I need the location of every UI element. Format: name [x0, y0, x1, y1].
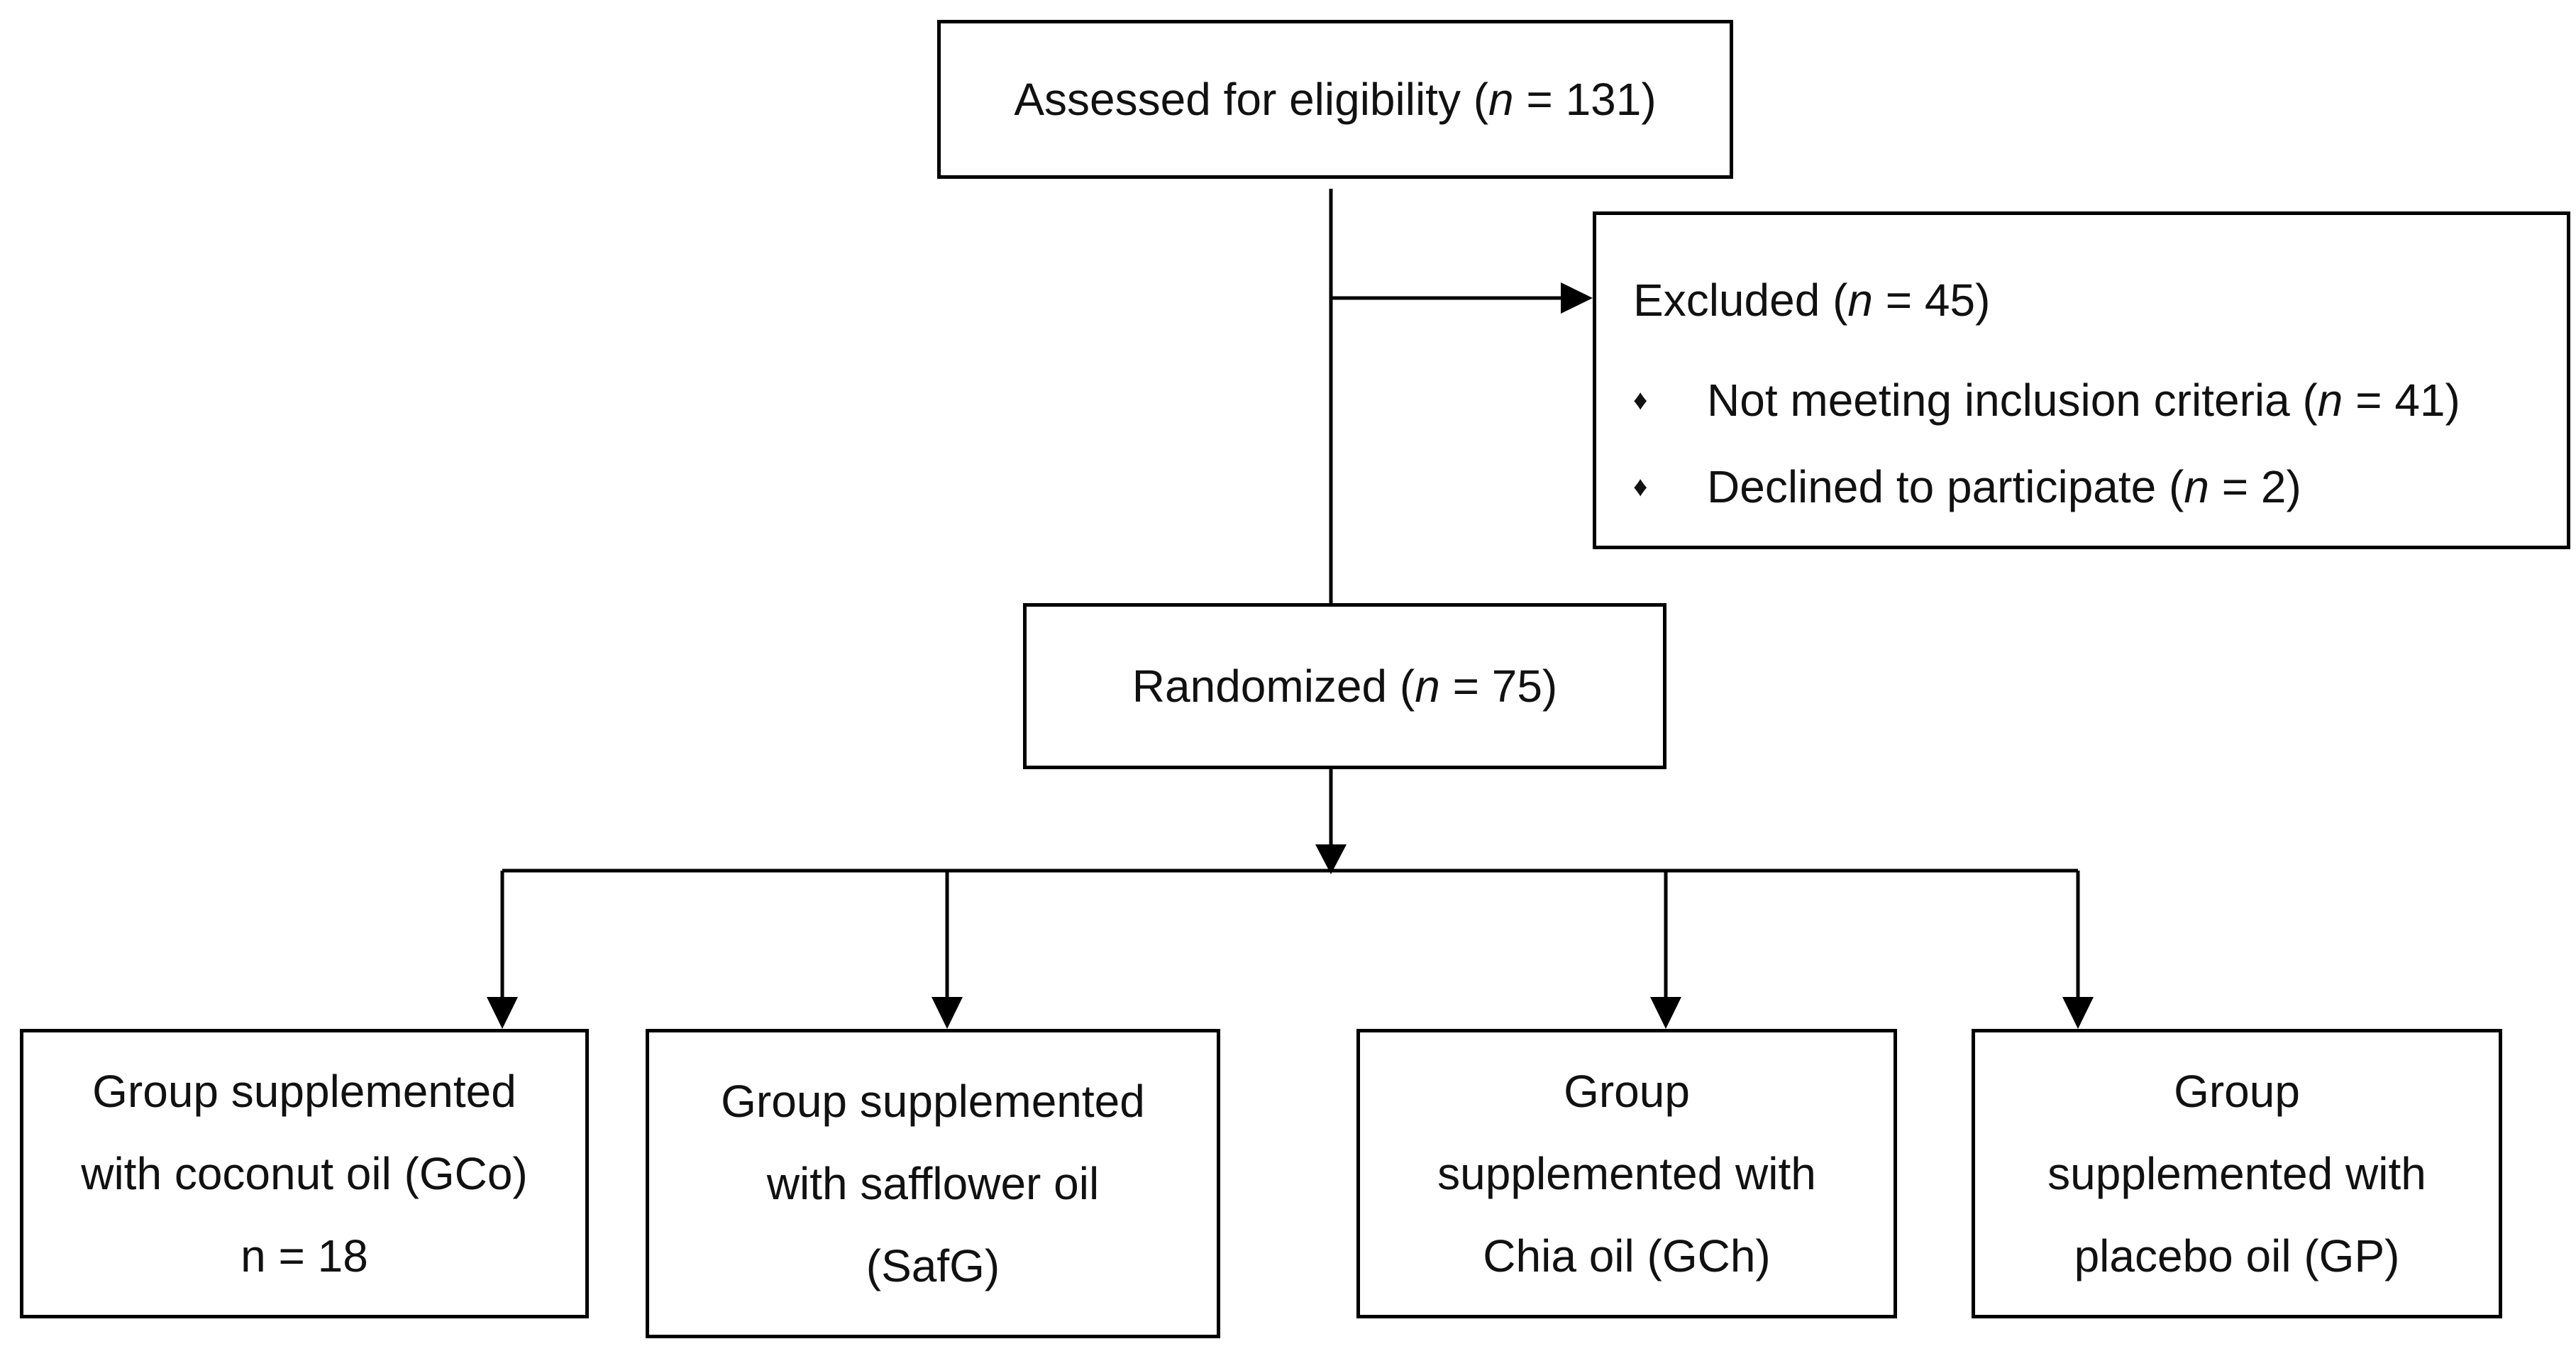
- excluded-heading: Excluded (n = 45): [1633, 272, 2567, 357]
- arrowhead-gp: [2062, 997, 2094, 1029]
- diamond-bullet-icon: ♦: [1633, 471, 1648, 502]
- randomized-count: = 75): [1439, 661, 1558, 712]
- group-line: Group supplemented: [92, 1066, 516, 1117]
- reason-label: Declined to participate (: [1707, 461, 2184, 512]
- assessed-label: Assessed for eligibility (: [1014, 74, 1489, 125]
- assessed-count: = 131): [1513, 74, 1657, 125]
- group-line: placebo oil (GP): [2074, 1230, 2400, 1281]
- reason-n-symbol: n: [2184, 461, 2209, 512]
- diamond-bullet-icon: ♦: [1633, 385, 1648, 416]
- reason-count: = 2): [2209, 461, 2301, 512]
- arrowhead-saf: [932, 997, 963, 1029]
- assessed-box: Assessed for eligibility (n = 131): [937, 20, 1733, 179]
- excluded-reason-item: ♦ Declined to participate (n = 2): [1633, 443, 2567, 530]
- randomized-label: Randomized (: [1132, 661, 1415, 712]
- group-line: supplemented with: [1437, 1148, 1816, 1199]
- excluded-box: Excluded (n = 45) ♦ Not meeting inclusio…: [1593, 211, 2570, 549]
- reason-n-symbol: n: [2317, 375, 2343, 426]
- group-line: with safflower oil: [766, 1158, 1100, 1209]
- group-line: supplemented with: [2047, 1148, 2426, 1199]
- reason-label: Not meeting inclusion criteria (: [1707, 375, 2318, 426]
- randomized-n-symbol: n: [1415, 661, 1440, 712]
- arrowhead-gco: [487, 997, 518, 1029]
- group-line: Chia oil (GCh): [1483, 1230, 1771, 1281]
- randomized-text: Randomized (n = 75): [1132, 658, 1557, 715]
- group-line: (SafG): [866, 1240, 1000, 1291]
- group-line: n = 18: [241, 1230, 368, 1281]
- arrowhead-gch: [1650, 997, 1681, 1029]
- group-box-placebo: Group supplemented with placebo oil (GP): [1972, 1029, 2502, 1318]
- group-box-safflower: Group supplemented with safflower oil (S…: [646, 1029, 1220, 1338]
- excluded-n-symbol: n: [1847, 275, 1873, 326]
- reason-count: = 41): [2343, 375, 2460, 426]
- randomized-box: Randomized (n = 75): [1023, 603, 1666, 769]
- group-line: Group: [2174, 1066, 2300, 1117]
- assessed-n-symbol: n: [1488, 74, 1514, 125]
- group-box-coconut: Group supplemented with coconut oil (GCo…: [20, 1029, 589, 1318]
- group-line: Group supplemented: [721, 1076, 1145, 1127]
- excluded-count: = 45): [1872, 275, 1991, 326]
- group-box-chia: Group supplemented with Chia oil (GCh): [1356, 1029, 1897, 1318]
- group-line: Group: [1564, 1066, 1690, 1117]
- excluded-label: Excluded (: [1633, 275, 1848, 326]
- group-line: with coconut oil (GCo): [81, 1148, 528, 1199]
- assessed-text: Assessed for eligibility (n = 131): [1014, 71, 1656, 128]
- arrowhead-split: [1315, 844, 1347, 874]
- arrowhead-excluded: [1561, 282, 1593, 314]
- excluded-reason-item: ♦ Not meeting inclusion criteria (n = 41…: [1633, 357, 2567, 443]
